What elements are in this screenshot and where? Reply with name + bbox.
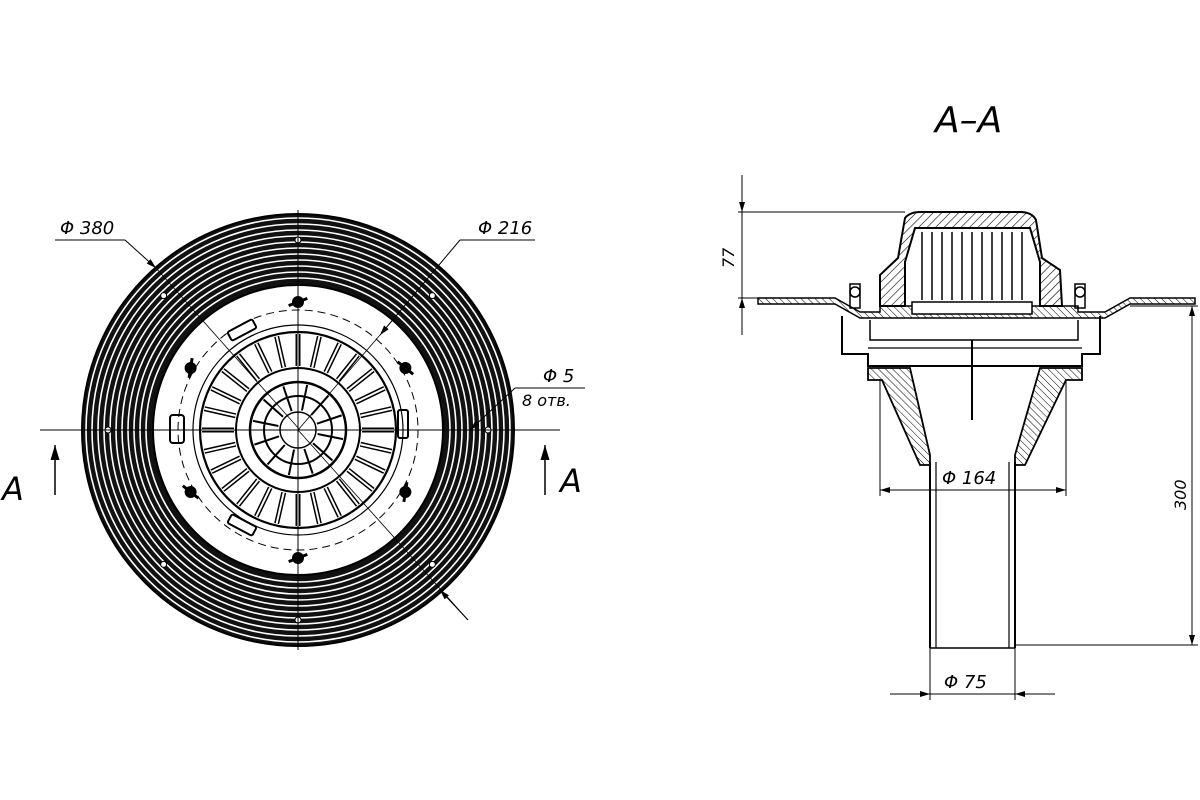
dim-outer-label: Φ 380 (60, 218, 114, 239)
grating-spoke-gap (204, 407, 236, 417)
dim-height-total-label: 300 (1171, 479, 1190, 510)
clip-right (397, 409, 409, 439)
section-bolt-left (849, 283, 861, 309)
grating-inner-spoke (262, 398, 284, 418)
leader-inner-through (297, 334, 381, 431)
grating-spoke-gap (275, 492, 285, 524)
dim-height-top-label: 77 (719, 247, 738, 268)
section-marker-right: A (558, 462, 582, 500)
clip-top-left (226, 318, 258, 342)
flange-hole (428, 292, 436, 300)
grating-spoke-gap (324, 343, 341, 373)
grating-spoke-gap (211, 387, 241, 404)
leader-outer-through (155, 267, 301, 431)
grating-spoke-gap (275, 336, 285, 368)
dim-holes-count-label: 8 отв. (522, 391, 571, 410)
leader-diagonal (297, 429, 469, 621)
grating-inner-spoke (300, 384, 309, 411)
grating-spoke-gap (355, 387, 385, 404)
wing-bolts (181, 296, 415, 564)
wing-bolt-wing (396, 360, 415, 376)
flange-hole (428, 560, 436, 568)
grating (202, 334, 394, 526)
plan-view: A A Φ 380 Φ 216 Φ 5 8 отв. (0, 210, 585, 650)
grating-inner-spoke (252, 419, 279, 428)
grating-inner-spoke (254, 435, 280, 446)
grating-spoke-gap (311, 492, 321, 524)
section-bolt-right (1074, 283, 1086, 309)
grating-spoke-gap (360, 443, 392, 453)
grating-inner-spoke (317, 432, 344, 441)
grating-inner-spoke (303, 448, 314, 474)
grating-inner-spoke (316, 414, 342, 425)
leader-diagonal-arrow (439, 589, 469, 621)
grating-spoke-gap (337, 354, 359, 381)
flange-hole (160, 560, 168, 568)
leader-outer (124, 239, 157, 269)
wing-bolt-wing (402, 481, 409, 503)
wing-bolt-wing (181, 484, 200, 500)
leader-holes (469, 387, 516, 431)
dim-pipe-diameter-label: Φ 75 (944, 672, 987, 693)
section-funnel-right (1014, 367, 1083, 466)
grating-spoke-gap (222, 469, 249, 491)
grating-spoke-gap (347, 469, 374, 491)
grating-spoke-gap (222, 369, 249, 391)
grating-spoke-gap (311, 336, 321, 368)
section-title: A–A (933, 100, 1002, 141)
section-body-inner (869, 320, 1079, 341)
clip-left (169, 414, 185, 444)
dome-ribs (921, 232, 1023, 300)
section-funnel-left (867, 367, 931, 466)
grating-inner-spoke (282, 386, 293, 412)
section-body-upper (841, 316, 1101, 367)
flange-hole (160, 292, 168, 300)
grating-inner-spoke (312, 442, 334, 462)
grating-spoke-gap (211, 456, 241, 473)
grating-inner-spoke (266, 444, 286, 466)
grating-spoke-gap (255, 487, 272, 517)
dome-base-plate (911, 301, 1033, 315)
section-view: A–A (719, 100, 1198, 700)
grating-spoke-gap (355, 456, 385, 473)
leader-inner (379, 239, 461, 336)
grating-spoke-gap (204, 443, 236, 453)
clip-bottom-left (226, 513, 258, 537)
grating-spoke-gap (255, 343, 272, 373)
grating-spoke-gap (324, 487, 341, 517)
section-marker-left: A (0, 470, 24, 508)
dim-holes-label: Φ 5 (543, 366, 574, 387)
grating-spoke-gap (347, 369, 374, 391)
section-dome (879, 211, 1064, 307)
grating-spoke-gap (360, 407, 392, 417)
wing-bolt-wing (187, 357, 194, 379)
grating-inner-spoke (287, 449, 296, 476)
grating-spoke-gap (237, 479, 259, 506)
dim-inner-label: Φ 216 (478, 218, 532, 239)
dim-body-diameter-label: Φ 164 (942, 468, 996, 489)
grating-spoke-gap (237, 354, 259, 381)
grating-spoke-gap (337, 479, 359, 506)
